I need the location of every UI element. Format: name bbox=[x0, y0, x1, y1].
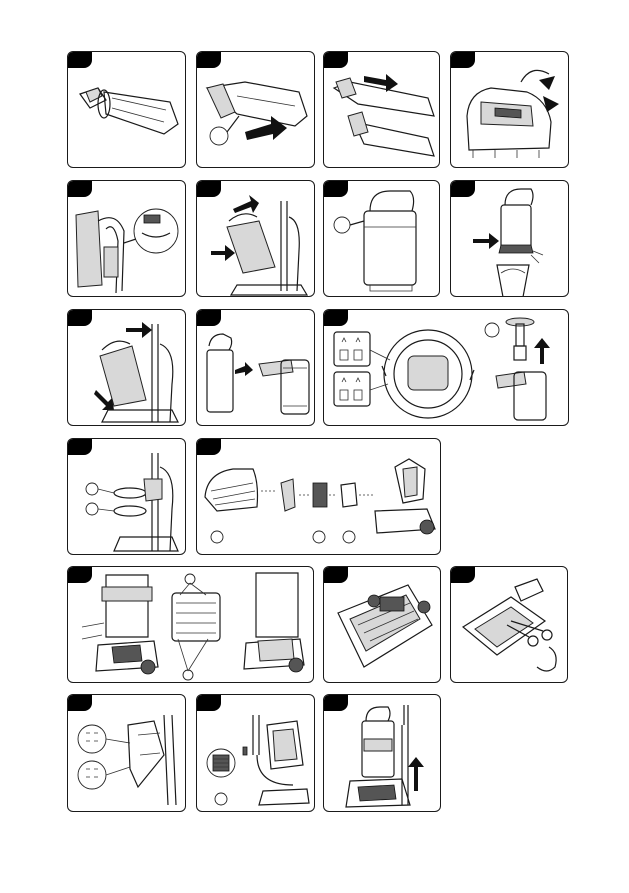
figure-panel-19 bbox=[323, 694, 441, 812]
brush-roll-underside-illustration bbox=[324, 567, 441, 683]
lift-bin-illustration bbox=[197, 181, 315, 297]
arrow-up-icon bbox=[534, 338, 550, 364]
hose-connection-illustration bbox=[197, 695, 315, 812]
lock-position-inset bbox=[78, 761, 106, 789]
callout-circle bbox=[485, 323, 499, 337]
exhaust-filter-illustration bbox=[68, 567, 314, 683]
brush-positions-illustration bbox=[324, 52, 440, 168]
arrow-up-left-icon bbox=[233, 195, 259, 213]
hose-lock-illustration bbox=[68, 695, 186, 812]
figure-panel-3 bbox=[323, 51, 440, 168]
arrow-right-icon bbox=[235, 362, 253, 376]
empty-bin-illustration bbox=[451, 181, 569, 297]
cyclone-lock-illustration bbox=[324, 310, 569, 426]
figure-panel-14 bbox=[67, 566, 314, 683]
figure-panel-13 bbox=[196, 438, 441, 555]
callout-circle bbox=[211, 531, 223, 543]
scissors-icon bbox=[528, 636, 538, 646]
figure-panel-9 bbox=[67, 309, 186, 426]
figure-panel-1 bbox=[67, 51, 186, 168]
mini-turbo-illustration bbox=[451, 52, 569, 168]
foam-filter bbox=[114, 488, 146, 498]
brush-onto-tool-illustration bbox=[197, 52, 315, 168]
unlock-position-inset bbox=[334, 332, 370, 366]
dust-bin-illustration bbox=[324, 181, 440, 297]
callout-circle bbox=[183, 670, 193, 680]
figure-panel-6 bbox=[196, 180, 315, 297]
rotate-arrow-icon bbox=[543, 96, 559, 112]
bin-lid-illustration bbox=[197, 310, 315, 426]
crevice-tool-illustration bbox=[68, 52, 186, 168]
hose-latch-illustration bbox=[68, 181, 186, 297]
figure-panel-8 bbox=[450, 180, 569, 297]
arrow-right-icon bbox=[126, 322, 152, 338]
felt-filter bbox=[114, 506, 146, 516]
arrow-up-icon bbox=[408, 757, 424, 791]
filter-grille-closeup bbox=[172, 593, 220, 641]
figure-panel-4 bbox=[450, 51, 569, 168]
figure-panel-2 bbox=[196, 51, 315, 168]
callout-circle bbox=[334, 217, 350, 233]
arrow-left-icon bbox=[211, 245, 235, 261]
reinstall-bin-illustration bbox=[68, 310, 186, 426]
callout-circle bbox=[343, 531, 355, 543]
lock-position-inset bbox=[334, 372, 370, 406]
callout-circle bbox=[86, 503, 98, 515]
callout-circle bbox=[86, 483, 98, 495]
figure-panel-11 bbox=[323, 309, 569, 426]
cut-hair-illustration bbox=[451, 567, 568, 683]
figure-panel-7 bbox=[323, 180, 440, 297]
callout-circle bbox=[185, 574, 195, 584]
arrow-right-icon bbox=[364, 74, 398, 92]
pre-motor-filter-illustration bbox=[68, 439, 186, 555]
figure-panel-17 bbox=[67, 694, 186, 812]
figure-panel-18 bbox=[196, 694, 315, 812]
callout-circle bbox=[210, 127, 228, 145]
figure-panel-16 bbox=[450, 566, 568, 683]
figure-panel-12 bbox=[67, 438, 186, 555]
unlock-position-inset bbox=[78, 725, 106, 753]
callout-circle bbox=[313, 531, 325, 543]
figure-panel-10 bbox=[196, 309, 315, 426]
figure-panel-15 bbox=[323, 566, 441, 683]
rotate-arrow-icon bbox=[539, 76, 555, 90]
figure-panel-5 bbox=[67, 180, 186, 297]
extend-wand-illustration bbox=[324, 695, 441, 812]
callout-circle bbox=[215, 793, 227, 805]
arrow-right-icon bbox=[473, 233, 499, 249]
post-motor-filter-illustration bbox=[197, 439, 441, 555]
